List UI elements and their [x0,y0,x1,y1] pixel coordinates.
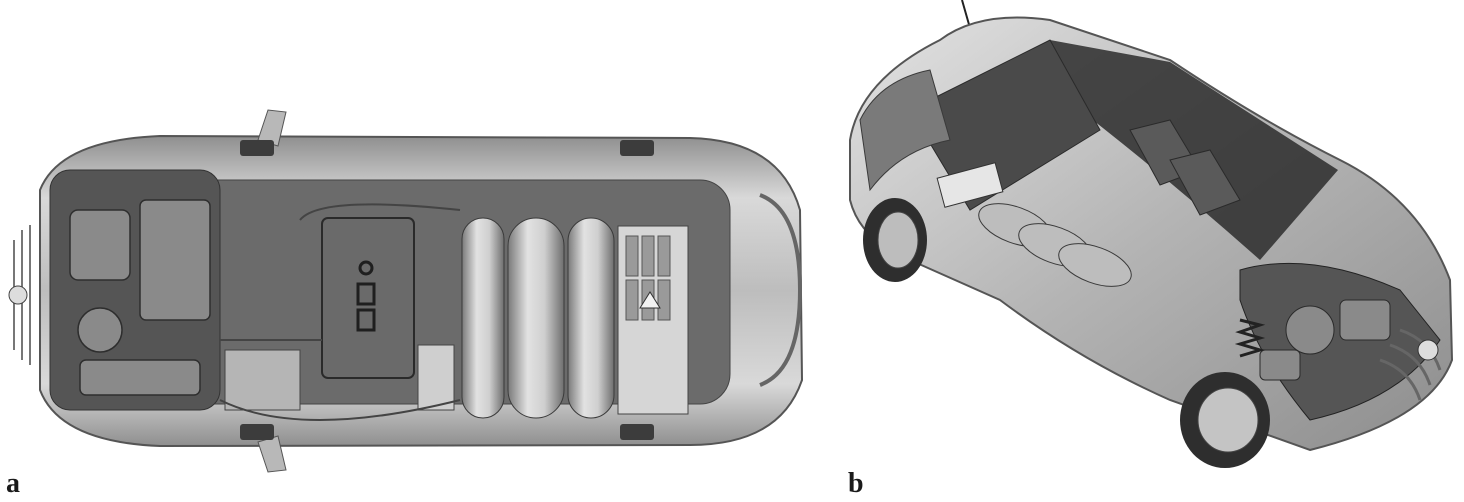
rear-bumper [759,193,803,387]
suspension-spring [1234,318,1266,358]
hydrogen-tank-1 [461,217,505,419]
fuel-cell-logo [356,260,376,332]
figure-panel-b [840,0,1464,480]
panel-label-a: a [6,468,20,499]
wheels [240,140,654,440]
pipes [219,203,461,421]
figure-panel-a [0,100,820,480]
windshield-glass [1050,40,1338,260]
panel-label-b: b [848,468,864,499]
antenna [961,0,971,29]
car-perspective-illustration [849,0,1454,468]
rear-wheel [863,198,927,282]
engine-components [69,199,211,396]
front-emblem [8,285,28,305]
warning-symbol [639,291,661,309]
car-top-view-illustration [8,109,804,473]
fuel-cell-stack [321,217,415,379]
battery-pack [936,162,1004,208]
seats [1129,119,1241,216]
front-wheel [1180,372,1270,468]
engine-components [1259,299,1391,381]
hydrogen-tanks [978,203,1132,287]
hydrogen-tank-3 [567,217,615,419]
converter-unit [417,344,455,411]
hydrogen-tank-2 [507,217,565,419]
front-emblem [1417,339,1439,361]
rear-hatch [859,69,951,192]
power-electronics [224,349,301,411]
